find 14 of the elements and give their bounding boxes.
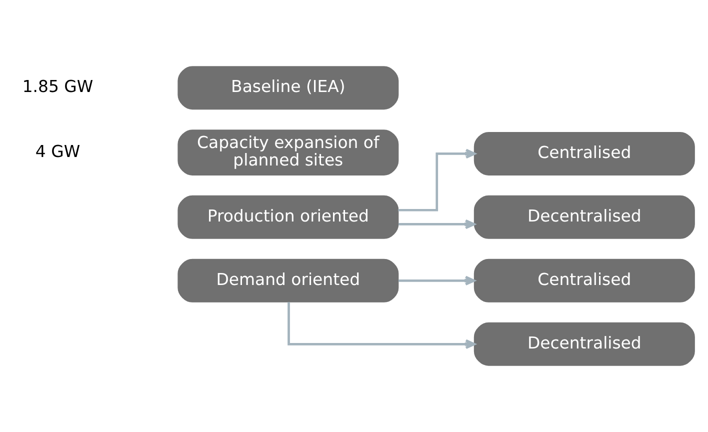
node-box: Demand oriented [178,258,399,302]
node-box: Capacity expansion of planned sites [178,130,399,176]
node-box: Centralised [474,258,695,302]
label: 1.85 GW [22,77,94,96]
arrow [288,302,476,350]
arrow [398,219,476,230]
arrow [398,276,476,286]
node-box: Decentralised [474,195,695,239]
arrow [398,148,476,212]
node-box: Centralised [474,132,695,176]
node-box: Baseline (IEA) [178,66,399,110]
node-box: Production oriented [178,195,399,239]
label: 4 GW [35,142,80,161]
node-box: Decentralised [474,322,695,366]
